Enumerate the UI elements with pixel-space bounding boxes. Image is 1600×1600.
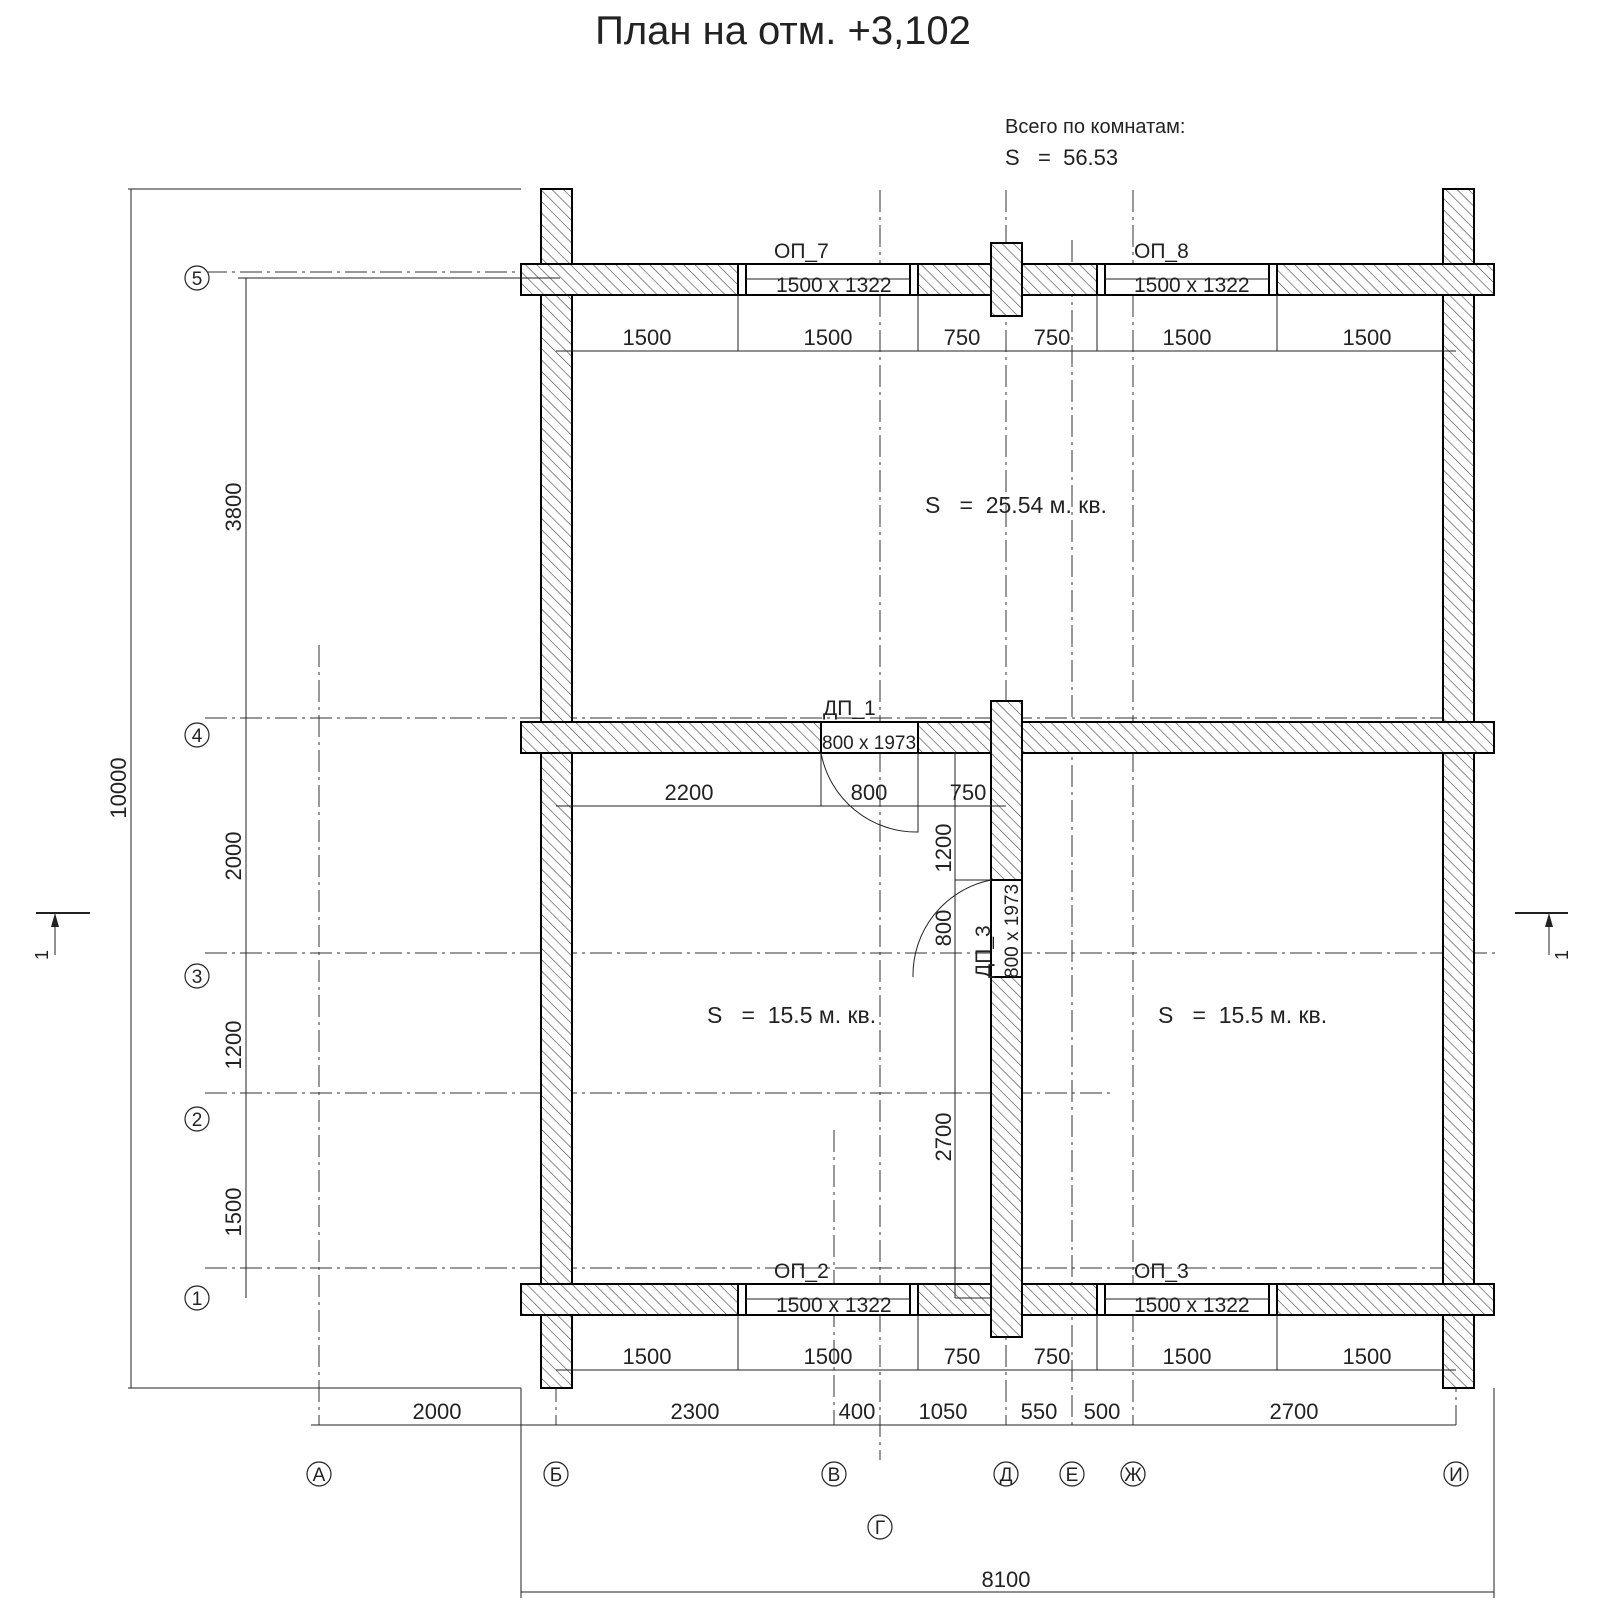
dim-bottom: 1500 [804, 1344, 853, 1369]
axis-marker-row: 3 [184, 963, 210, 989]
dim-top: 750 [944, 325, 981, 350]
svg-text:5: 5 [192, 269, 203, 290]
dim-axes: 2700 [1270, 1399, 1319, 1424]
svg-text:Д: Д [1000, 1465, 1013, 1486]
opening-name: ОП_3 [1134, 1260, 1189, 1283]
opening-name: ОП_7 [774, 240, 829, 263]
dim-bottom: 750 [1034, 1344, 1071, 1369]
dim-bottom: 1500 [1343, 1344, 1392, 1369]
dim-interior: 1200 [931, 824, 956, 873]
svg-text:И: И [1449, 1465, 1463, 1486]
dim-bottom: 1500 [1163, 1344, 1212, 1369]
door-dp3 [912, 879, 1023, 978]
window-op8 [1096, 263, 1278, 296]
walls [520, 188, 1495, 1389]
axis-marker-col: Г [867, 1514, 893, 1540]
window-op3 [1096, 1283, 1278, 1316]
axis-marker-col: А [306, 1461, 332, 1487]
dim-top: 1500 [804, 325, 853, 350]
dim-interior: 800 [851, 780, 888, 805]
summary-label: Всего по комнатам: [1005, 116, 1185, 138]
room-area: S = 15.5 м. кв. [1158, 1002, 1327, 1028]
dim-bottom: 1500 [623, 1344, 672, 1369]
axis-marker-col: И [1443, 1461, 1469, 1487]
room-area: S = 25.54 м. кв. [925, 492, 1107, 518]
dim-axes: 400 [839, 1399, 876, 1424]
opening-size: 800 x 1973 [822, 733, 916, 754]
dim-interior: 2200 [665, 780, 714, 805]
axis-marker-row: 5 [184, 265, 210, 291]
axis-marker-row: 2 [184, 1106, 210, 1132]
opening-name: ДП_3 [972, 925, 995, 978]
svg-text:В: В [828, 1465, 841, 1486]
dimension-lines [128, 188, 1495, 1598]
svg-text:А: А [313, 1465, 326, 1486]
dim-axes: 2000 [413, 1399, 462, 1424]
axis-marker-col: Ж [1120, 1461, 1146, 1487]
axis-marker-col: Е [1059, 1461, 1085, 1487]
dim-top: 1500 [623, 325, 672, 350]
opening-size: 1500 x 1322 [1134, 274, 1250, 297]
dim-left: 1500 [221, 1188, 246, 1237]
dim-top: 1500 [1343, 325, 1392, 350]
svg-text:3: 3 [192, 967, 203, 988]
dim-left: 2000 [221, 832, 246, 881]
svg-text:Б: Б [550, 1465, 562, 1486]
svg-text:Г: Г [875, 1518, 885, 1539]
dim-axes: 550 [1021, 1399, 1058, 1424]
dim-interior: 2700 [931, 1113, 956, 1162]
axis-marker-col: Д [993, 1461, 1019, 1487]
section-mark-right: 1 [1515, 912, 1572, 960]
opening-name: ДП_1 [823, 697, 876, 720]
dim-overall-width: 8100 [982, 1567, 1031, 1592]
dim-top: 1500 [1163, 325, 1212, 350]
dim-interior: 800 [931, 910, 956, 947]
axis-marker-col: Б [543, 1461, 569, 1487]
plan-title: План на отм. +3,102 [595, 9, 971, 53]
summary-value: S = 56.53 [1005, 145, 1118, 170]
dim-overall-height: 10000 [106, 757, 131, 818]
window-op7 [737, 263, 919, 296]
svg-text:Ж: Ж [1124, 1465, 1142, 1486]
svg-text:1: 1 [32, 950, 52, 960]
svg-text:2: 2 [192, 1110, 203, 1131]
opening-name: ОП_8 [1134, 240, 1189, 263]
opening-size: 1500 x 1322 [776, 1294, 892, 1317]
axis-marker-row: 1 [184, 1285, 210, 1311]
axis-marker-row: 4 [184, 722, 210, 748]
opening-size: 1500 x 1322 [776, 274, 892, 297]
opening-size: 800 x 1973 [1002, 884, 1023, 978]
axis-lines [205, 190, 1495, 1460]
dim-axes: 1050 [919, 1399, 968, 1424]
door-dp1 [820, 721, 919, 833]
axis-marker-col: В [821, 1461, 847, 1487]
svg-text:4: 4 [192, 726, 203, 747]
svg-text:1: 1 [192, 1289, 203, 1310]
window-op2 [737, 1283, 919, 1316]
opening-size: 1500 x 1322 [1134, 1294, 1250, 1317]
opening-name: ОП_2 [774, 1260, 829, 1283]
dim-interior: 750 [950, 780, 987, 805]
dim-axes: 2300 [671, 1399, 720, 1424]
section-mark-left: 1 [32, 912, 90, 960]
dim-left: 1200 [221, 1021, 246, 1070]
dim-top: 750 [1034, 325, 1071, 350]
svg-text:1: 1 [1552, 950, 1572, 960]
room-area: S = 15.5 м. кв. [707, 1002, 876, 1028]
dim-left: 3800 [221, 483, 246, 532]
svg-text:Е: Е [1066, 1465, 1079, 1486]
dim-bottom: 750 [944, 1344, 981, 1369]
dim-axes: 500 [1084, 1399, 1121, 1424]
